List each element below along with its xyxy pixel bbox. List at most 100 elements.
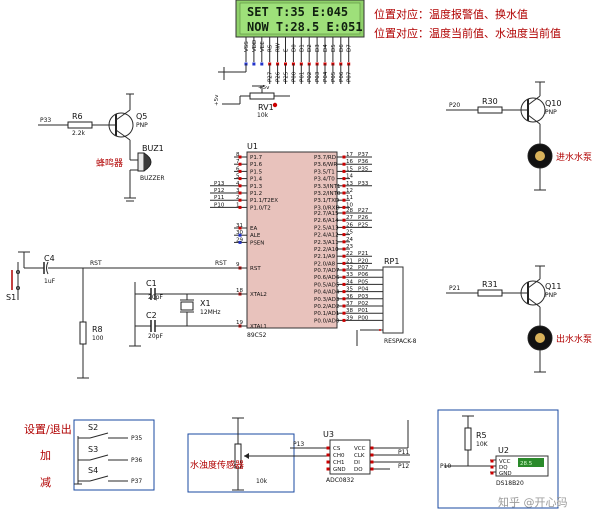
lcd-pin-name: D4	[323, 44, 329, 52]
u1-pin-name: P2.5/A13	[314, 225, 339, 231]
u1-right-net: P26	[358, 215, 369, 221]
u1-pin-num: 38	[346, 308, 353, 314]
u1-p0-net: P01	[358, 308, 368, 314]
u1-pin-name: P0.1/AD1	[314, 311, 339, 317]
lcd-pin-net: P26	[276, 71, 282, 82]
net-rst-2: RST	[215, 260, 227, 267]
r5-ref: R5	[476, 431, 487, 440]
lcd-pin-net: P27	[268, 71, 274, 82]
u1-p0-net: P04	[358, 287, 369, 293]
u1-pin-num: 16	[346, 159, 353, 165]
u1-pin-num: 26	[346, 222, 353, 228]
u1-p0-net: P07	[358, 265, 369, 271]
rv1-value: 10k	[257, 112, 269, 119]
u3-pin-left: CH1	[333, 460, 344, 466]
u1-right-net: P25	[358, 222, 369, 228]
u1-pin-name: P3.0/RXD	[314, 205, 340, 211]
u1-pin-num: 35	[346, 287, 353, 293]
u1-left-net: P10	[214, 202, 225, 208]
u1-pin-num: 34	[346, 279, 353, 285]
pump-out-label: 出水水泵	[556, 333, 592, 345]
r8-ref: R8	[92, 325, 103, 334]
u1-right-net: P36	[358, 159, 369, 165]
c4-value: 1uF	[44, 278, 56, 285]
lcd-pin-name: VEE	[260, 41, 266, 52]
x1-value: 12MHz	[200, 309, 220, 316]
q11-type: PNP	[545, 292, 557, 299]
crystal-circuit: C1 20pF C2 20pF X1 12MHz	[129, 279, 247, 347]
c2-value: 20pF	[148, 333, 163, 340]
turbidity-label: 水浊度传感器	[190, 459, 244, 471]
buzzer-type: BUZZER	[140, 175, 165, 182]
u1-pin-name: P0.4/AD4	[314, 290, 340, 296]
q10-type: PNP	[545, 109, 557, 116]
u1-pin-name: EA	[250, 226, 257, 232]
net-p21: P21	[449, 285, 460, 292]
u1-pin-name: P3.3/INT1	[314, 184, 341, 190]
mcu-u1: U1 89C52	[246, 142, 338, 339]
u1-pin-num: 32	[346, 265, 353, 271]
lcd-pin-net: P02	[307, 72, 313, 82]
lcd-pin-name: D5	[331, 44, 337, 52]
u1-pin-name: P1.2	[250, 191, 262, 197]
note-current-values: 位置对应：温度当前值、水浊度当前值	[374, 26, 561, 40]
u1-pin-num: 12	[346, 188, 353, 194]
u3-pin-left: GND	[333, 467, 346, 473]
s2-ref: S2	[88, 423, 98, 432]
u1-pin-name: P1.0/T2	[250, 205, 271, 211]
plus5v-label: +5v	[258, 85, 270, 91]
u1-pin-name: P2.1/A9	[314, 254, 336, 260]
u1-right-net: P21	[358, 251, 368, 257]
u1-pin-num: 13	[346, 181, 353, 187]
net-rst-1: RST	[90, 260, 102, 267]
u1-pin-num: 19	[236, 320, 243, 326]
reset-circuit: S1 C4 1uF RST RST R8 100	[6, 251, 247, 379]
u1-pin-num: 5	[236, 174, 240, 180]
lcd-pin-name: VDD	[252, 40, 258, 52]
net-p36: P36	[131, 457, 142, 464]
rp1-respack: RP1 RESPACK-8	[356, 257, 417, 346]
c1-value: 20pF	[148, 294, 163, 301]
u1-pin-name: PSEN	[250, 240, 264, 246]
u1-pin-name: P3.4/T0	[314, 177, 335, 183]
u3-pin-right: VCC	[354, 446, 366, 452]
u1-pin-name: P2.6/A14	[314, 218, 339, 224]
u1-left-pins: P1.78P1.67P1.56P1.45P1.34P1.23P1.1/T2EX2…	[210, 152, 278, 330]
adc-u3: U3 ADC0832 P13 P11 P12	[290, 420, 410, 484]
u1-pin-num: 36	[346, 294, 353, 300]
u1-right-net: P37	[358, 152, 369, 158]
u2-type: DS18B20	[496, 480, 524, 487]
c1-ref: C1	[146, 279, 157, 288]
u2-pin-name: GND	[499, 471, 512, 477]
u1-right-net: P27	[358, 208, 369, 214]
u1-ref: U1	[247, 142, 258, 151]
u1-pin-name: P1.3	[250, 184, 263, 190]
q5-ref: Q5	[136, 112, 147, 121]
q10-ref: Q10	[545, 99, 561, 108]
u1-pin-name: P0.5/AD5	[314, 282, 340, 288]
lcd-pin-net: P01	[299, 72, 305, 82]
lcd-pin-net: P25	[284, 71, 290, 82]
u1-pin-num: 39	[346, 315, 353, 321]
u1-pin-name: P2.4/A12	[314, 233, 339, 239]
u1-type: 89C52	[247, 332, 267, 339]
u3-pin-left: CH0	[333, 453, 345, 459]
u1-pin-num: 31	[236, 223, 243, 229]
u1-pin-num: 9	[236, 262, 240, 268]
net-p12: P12	[398, 463, 409, 470]
x1-ref: X1	[200, 299, 211, 308]
r30-ref: R30	[482, 97, 498, 106]
u1-pin-name: P1.5	[250, 169, 263, 175]
lcd-pin-net: P06	[339, 71, 345, 82]
buzzer-label: 蜂鸣器	[96, 157, 123, 169]
lcd-pin-name: D3	[315, 44, 321, 52]
u1-pin-num: 23	[346, 244, 353, 250]
lcd-pin-name: D2	[307, 44, 313, 52]
u1-pin-name: P1.6	[250, 162, 263, 168]
r6-ref: R6	[72, 112, 83, 121]
u1-pin-name: P1.7	[250, 155, 263, 161]
net-p33: P33	[40, 117, 51, 124]
net-p37: P37	[131, 478, 142, 485]
